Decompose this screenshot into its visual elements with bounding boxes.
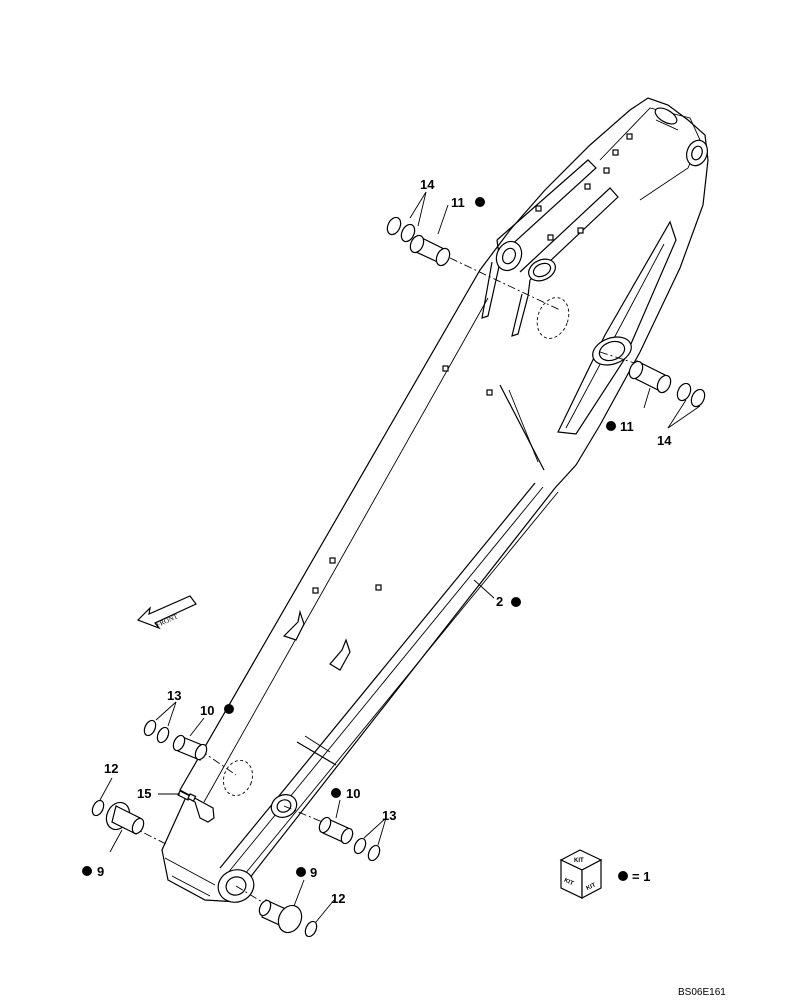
hidden-boss-upper — [536, 297, 570, 339]
bushing-top-left — [409, 234, 451, 267]
kit-box-text-top: KIT — [574, 858, 584, 864]
callout-shim-top-a: 14 — [420, 177, 435, 192]
bushing-mid-left — [172, 734, 208, 761]
callout-shim-lower-b: 12 — [331, 891, 345, 906]
shim-ring-mid-left-1 — [143, 719, 157, 737]
bushing-mid-right — [318, 816, 354, 845]
bushing-top-right — [628, 360, 672, 394]
kit-legend-equals: = 1 — [632, 869, 650, 884]
kit-dot — [296, 867, 306, 877]
kit-box-icon: KIT KIT KIT — [559, 849, 603, 899]
callout-bushing-mid-a: 10 — [200, 703, 214, 718]
kit-legend: KIT KIT KIT = 1 — [559, 849, 650, 899]
callout-shim-mid-b: 13 — [382, 808, 396, 823]
kit-box-text-left: KIT — [563, 878, 575, 888]
kit-dot — [618, 871, 628, 881]
callout-bushing-mid-b: 10 — [346, 786, 360, 801]
leader-lines — [99, 191, 701, 923]
kit-box-text-right: KIT — [586, 882, 598, 892]
grease-fitting — [177, 790, 197, 802]
hidden-boss-lower — [223, 759, 253, 797]
kit-dot — [82, 866, 92, 876]
shim-ring-top-right-1 — [676, 382, 692, 402]
kit-dot — [475, 197, 485, 207]
centerline-top — [449, 257, 561, 311]
front-direction-arrow: FRONT — [136, 595, 197, 630]
callout-boom: 2 — [496, 594, 503, 609]
kit-dot — [331, 788, 341, 798]
bushing-lower-right — [258, 899, 303, 934]
shim-ring-top-right-2 — [690, 388, 706, 408]
callout-bushing-lower-a: 9 — [97, 864, 104, 879]
bushing-lower-left — [105, 801, 145, 835]
callout-grease-fitting: 15 — [137, 786, 151, 801]
callout-shim-lower-a: 12 — [104, 761, 118, 776]
callout-shim-top-b: 14 — [657, 433, 672, 448]
reference-code: BS06E161 — [678, 987, 726, 998]
callout-bushing-top-b: 11 — [620, 419, 634, 434]
callout-shim-mid-a: 13 — [167, 688, 181, 703]
callout-bushing-top-a: 11 — [451, 195, 465, 210]
shim-ring-mid-left-2 — [156, 726, 170, 744]
shim-ring-lower-right — [304, 920, 318, 938]
kit-dot — [511, 597, 521, 607]
boom-arm — [161, 97, 709, 903]
kit-dot — [606, 421, 616, 431]
kit-dot — [224, 704, 234, 714]
shim-ring-mid-right-2 — [367, 844, 381, 862]
shim-ring-top-left-2 — [400, 223, 416, 243]
shim-ring-mid-right-1 — [353, 837, 367, 855]
shim-ring-lower-left — [91, 799, 105, 817]
shim-ring-top-left-1 — [386, 216, 402, 236]
callout-bushing-lower-b: 9 — [310, 865, 317, 880]
